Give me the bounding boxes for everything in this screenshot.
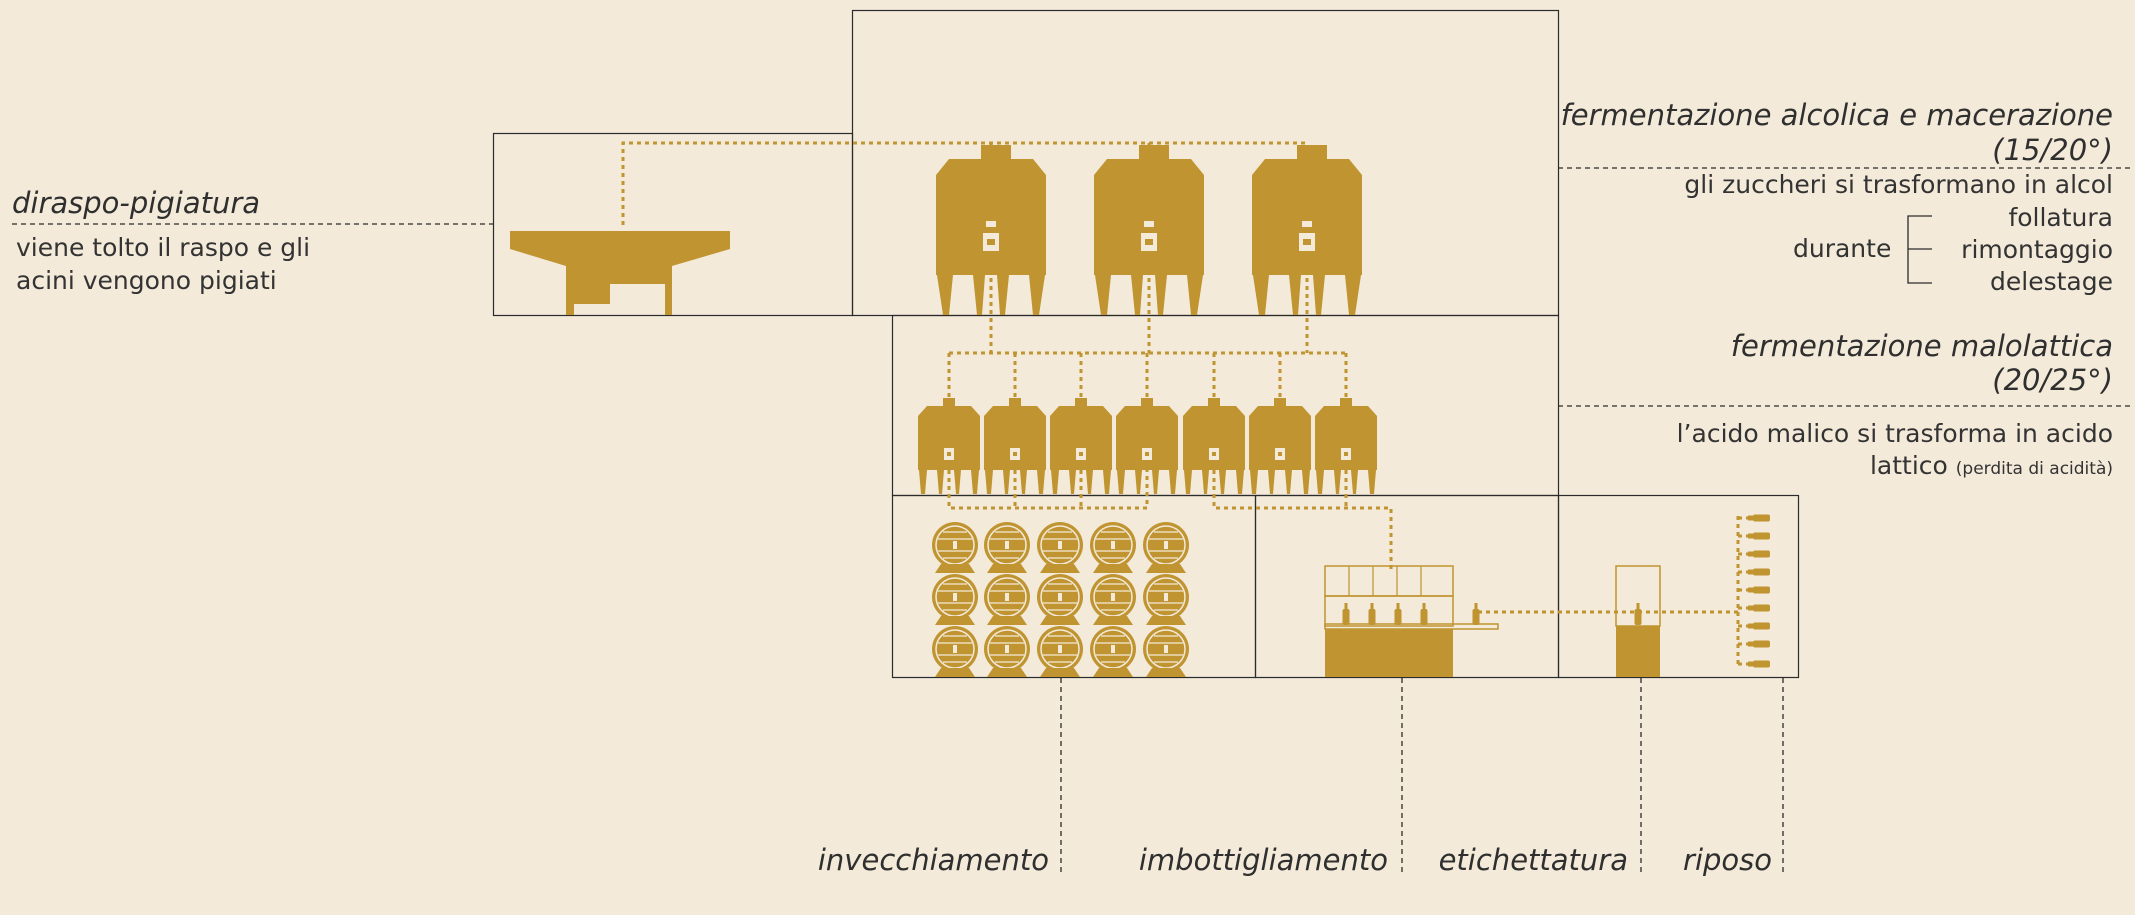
during-item-rimontaggio: rimontaggio xyxy=(1961,235,2113,264)
malolactic-tank-6 xyxy=(1249,398,1311,494)
malolattica-desc-main: lattico xyxy=(1869,451,1948,480)
malolattica-desc-line-1: l’acido malico si trasforma in acido xyxy=(1676,419,2113,448)
label-etichettatura: etichettatura xyxy=(1438,843,1628,877)
leader-lines xyxy=(12,167,2130,875)
destemmer-crusher xyxy=(510,231,730,315)
diraspa-title: diraspo-pigiatura xyxy=(12,186,261,220)
during-item-follatura: follatura xyxy=(2008,203,2113,232)
resting-bottles xyxy=(1748,514,1770,668)
label-imbottigliamento: imbottigliamento xyxy=(1138,843,1388,877)
malolattica-title-line-2: (20/25°) xyxy=(1992,363,2113,397)
diraspa-desc-line-1: viene tolto il raspo e gli xyxy=(16,233,311,262)
ageing-barrels xyxy=(931,521,1190,678)
alcolica-desc: gli zuccheri si trasformano in alcol xyxy=(1684,170,2113,199)
during-item-delestage: delestage xyxy=(1990,267,2113,296)
alcolica-title-line-2: (15/20°) xyxy=(1992,133,2113,167)
alcolica-title-line-1: fermentazione alcolica e macerazione xyxy=(1560,98,2113,132)
frame-diraspa xyxy=(492,132,854,317)
during-bracket xyxy=(1907,215,1932,284)
malolattica-desc-note: (perdita di acidità) xyxy=(1955,459,2113,479)
bottling-machine xyxy=(1324,565,1499,677)
diraspa-desc-line-2: acini vengono pigiati xyxy=(16,266,277,295)
malolattica-title-line-1: fermentazione malolattica xyxy=(1730,329,2113,363)
labeling-machine xyxy=(1615,565,1661,677)
during-label: durante xyxy=(1793,234,1892,263)
malolattica-desc-line-2: lattico (perdita di acidità) xyxy=(1870,449,2113,486)
label-riposo: riposo xyxy=(1683,843,1772,877)
frame-etichettatura-riposo xyxy=(1557,494,1800,679)
label-invecchiamento: invecchiamento xyxy=(817,843,1049,877)
